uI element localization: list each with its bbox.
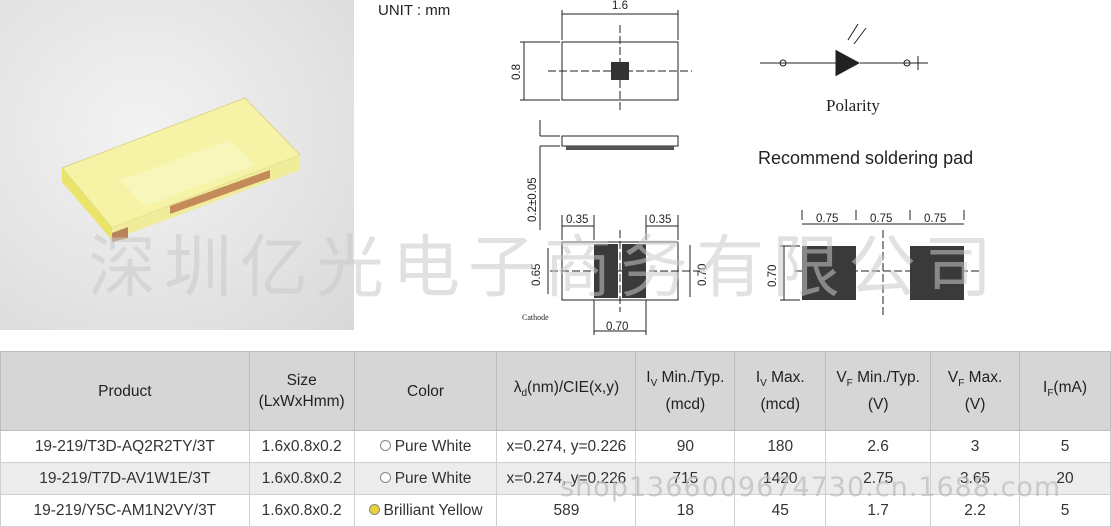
solder-pad-right (910, 246, 964, 300)
dim-thickness: 0.2±0.05 (527, 177, 539, 222)
cell-wavelength: x=0.274, y=0.226 (496, 430, 637, 463)
cell-color: Pure White (353, 430, 498, 463)
header-color: Color (353, 351, 498, 431)
dim-bottom-height: 0.65 (531, 264, 543, 286)
cell-vf-max: 2.2 (930, 494, 1021, 527)
product-photo (0, 0, 354, 330)
cell-product: 19-219/T3D-AQ2R2TY/3T (0, 430, 250, 463)
spec-table: Product Size(LxWxHmm) Color λd(nm)/CIE(x… (0, 351, 1111, 527)
polarity-label: Polarity (826, 96, 880, 115)
soldering-pad-title: Recommend soldering pad (758, 148, 974, 168)
cell-size: 1.6x0.8x0.2 (248, 430, 355, 463)
header-iv-max: IV Max.(mcd) (734, 351, 827, 431)
cell-vf-min: 2.75 (825, 462, 932, 495)
dim-pad-left: 0.35 (566, 214, 588, 226)
chip-die (611, 62, 629, 80)
unit-label: UNIT : mm (378, 2, 451, 19)
cell-iv-max: 180 (734, 430, 827, 463)
dim-width: 1.6 (612, 0, 628, 12)
cell-vf-min: 2.6 (825, 430, 932, 463)
header-vf-max: VF Max.(V) (930, 351, 1021, 431)
cell-vf-max: 3 (930, 430, 1021, 463)
cell-iv-min: 90 (635, 430, 736, 463)
cell-vf-min: 1.7 (825, 494, 932, 527)
header-vf-min: VF Min./Typ.(V) (825, 351, 932, 431)
table-row: 19-219/Y5C-AM1N2VY/3T 1.6x0.8x0.2 Brilli… (0, 494, 1111, 527)
cell-iv-min: 715 (635, 462, 736, 495)
cell-wavelength: x=0.274, y=0.226 (496, 462, 637, 495)
cell-product: 19-219/Y5C-AM1N2VY/3T (0, 494, 250, 527)
cell-iv-min: 18 (635, 494, 736, 527)
diode-symbol (836, 50, 860, 76)
cell-iv-max: 45 (734, 494, 827, 527)
pad-dim-height: 0.70 (767, 265, 779, 287)
cell-if: 20 (1019, 462, 1111, 495)
cell-size: 1.6x0.8x0.2 (248, 494, 355, 527)
table-header-row: Product Size(LxWxHmm) Color λd(nm)/CIE(x… (0, 351, 1111, 431)
solder-pad-left (802, 246, 856, 300)
cell-iv-max: 1420 (734, 462, 827, 495)
cell-vf-max: 3.65 (930, 462, 1021, 495)
cell-product: 19-219/T7D-AV1W1E/3T (0, 462, 250, 495)
led-image (61, 97, 301, 242)
cathode-label: Cathode (522, 313, 549, 322)
cell-if: 5 (1019, 494, 1111, 527)
color-dot-icon (368, 503, 380, 515)
dim-pad-right: 0.35 (649, 214, 671, 226)
header-product: Product (0, 351, 250, 431)
cell-size: 1.6x0.8x0.2 (248, 462, 355, 495)
header-size: Size(LxWxHmm) (248, 351, 355, 431)
pad-dim-3: 0.75 (924, 213, 946, 225)
header-if: IF(mA) (1019, 351, 1111, 431)
technical-drawing: 1.6 0.8 0.2±0.05 0.35 0.35 0.65 0.70 0.7… (511, 0, 980, 335)
cell-color: Brilliant Yellow (353, 494, 498, 527)
header-iv-min: IV Min./Typ.(mcd) (635, 351, 736, 431)
cell-if: 5 (1019, 430, 1111, 463)
table-row: 19-219/T3D-AQ2R2TY/3T 1.6x0.8x0.2 Pure W… (0, 430, 1111, 463)
cell-color: Pure White (353, 462, 498, 495)
header-wavelength: λd(nm)/CIE(x,y) (496, 351, 637, 431)
dim-height: 0.8 (511, 64, 523, 80)
color-dot-icon (379, 471, 391, 483)
cell-wavelength: 589 (496, 494, 637, 527)
dim-bottom-height-right: 0.70 (697, 264, 709, 286)
color-dot-icon (379, 439, 391, 451)
table-row: 19-219/T7D-AV1W1E/3T 1.6x0.8x0.2 Pure Wh… (0, 462, 1111, 495)
pad-dim-2: 0.75 (870, 213, 892, 225)
pad-dim-1: 0.75 (816, 213, 838, 225)
dim-gap: 0.70 (606, 321, 628, 333)
